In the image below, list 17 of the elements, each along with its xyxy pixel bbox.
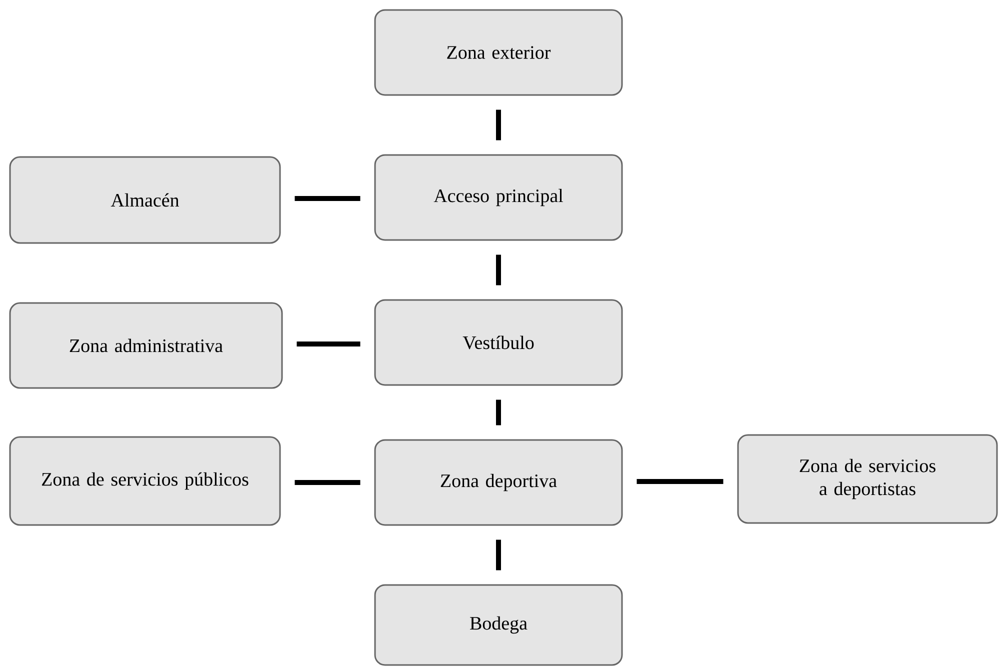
connector-line <box>636 478 724 484</box>
area-box: Zona exterior <box>374 9 623 96</box>
area-box: Bodega <box>374 584 623 666</box>
area-box: Almacén <box>9 156 281 244</box>
area-box: Zona deportiva <box>374 439 623 526</box>
area-box: Vestíbulo <box>374 299 623 386</box>
area-box: Zona de servicios públicos <box>9 436 281 526</box>
connector-line <box>294 480 360 485</box>
area-box: Acceso principal <box>374 154 623 241</box>
area-box: Zona de servicios a deportistas <box>737 434 998 524</box>
connector-line <box>496 254 501 286</box>
connector-line <box>496 400 501 426</box>
connector-line <box>294 196 360 201</box>
connector-line <box>496 110 501 140</box>
area-box: Zona administrativa <box>9 302 283 389</box>
connector-line <box>296 342 360 346</box>
connector-line <box>496 540 501 570</box>
